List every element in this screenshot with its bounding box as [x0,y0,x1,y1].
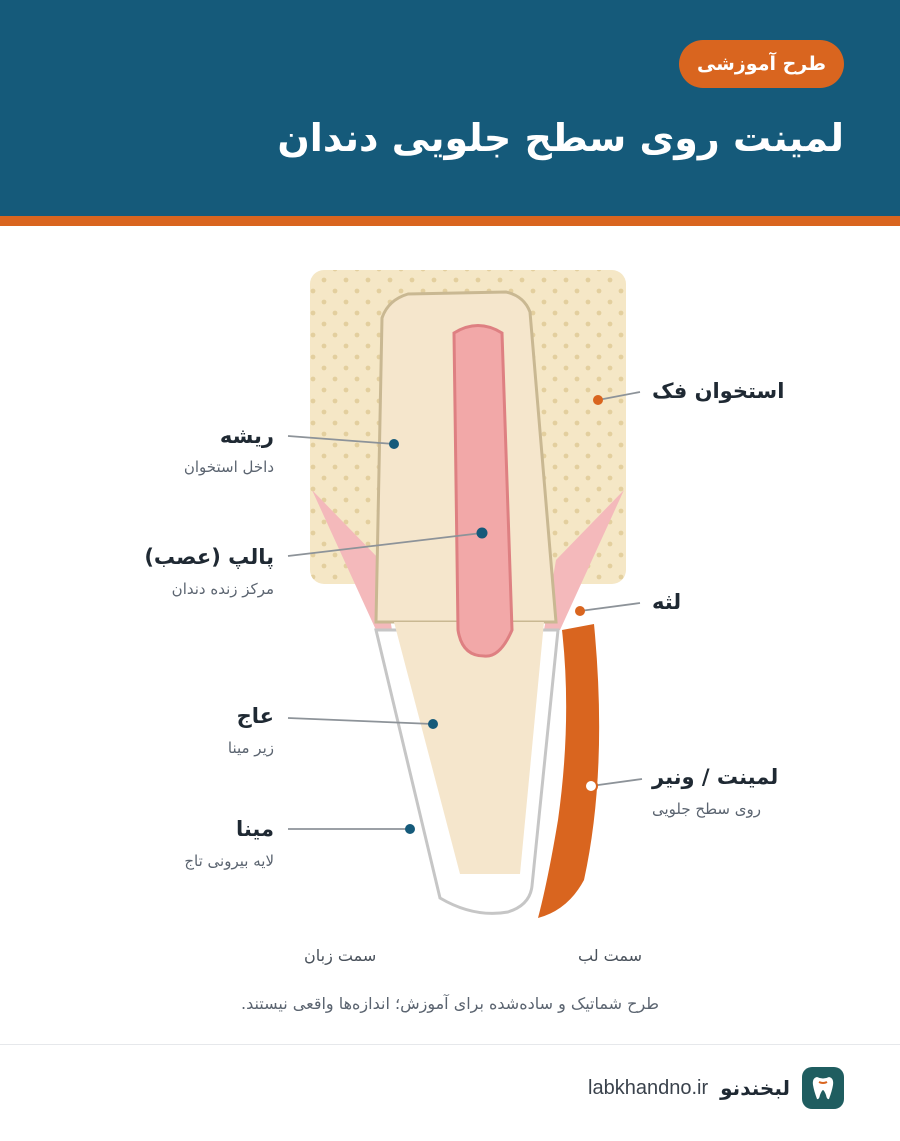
leader-root [287,435,395,445]
label-root: ریشه [219,424,274,448]
page-title: لمینت روی سطح جلویی دندان [277,116,844,160]
leader-veneer [590,778,643,787]
marker-veneer [584,779,598,793]
marker-dentin [428,719,438,729]
side-lip: سمت لب [578,946,643,965]
gum-right [544,490,624,630]
label-gum: لثه [652,590,682,614]
leader-jaw-bone [597,391,641,401]
marker-gum [575,606,585,616]
marker-jaw-bone [593,395,603,405]
leader-pulp [287,532,483,557]
brand-url-link[interactable]: labkhandno.ir [588,1076,709,1099]
footer-divider [0,1044,900,1045]
label-root-sub: داخل استخوان [183,458,274,476]
tooth-veneer-diagram [287,270,643,918]
label-jaw-bone: استخوان فک [652,379,785,403]
side-tongue: سمت زبان [304,946,377,965]
label-enamel: مینا [235,817,274,841]
label-pulp: پالپ (عصب) [144,545,274,569]
label-enamel-sub: لایه بیرونی تاج [184,852,274,870]
leader-dentin [287,717,434,725]
dentin-core [394,622,544,874]
label-veneer-sub: روی سطح جلویی [652,800,761,818]
footnote: طرح شماتیک و ساده‌شده برای آموزش؛ اندازه… [240,994,660,1013]
label-veneer: لمینت / ونیر [652,765,779,789]
marker-root [389,439,399,449]
header-accent-stripe [0,216,900,226]
pulp-chamber [452,324,514,658]
gum-left [312,490,392,630]
tooth-icon [802,1067,844,1109]
label-pulp-sub: مرکز زنده دندان [171,580,274,598]
label-dentin-sub: زیر مینا [227,739,274,757]
footer-brand: لبخندنو labkhandno.ir [588,1066,844,1110]
veneer [538,624,600,918]
marker-pulp [476,527,488,539]
marker-enamel [405,824,415,834]
label-dentin: عاج [236,704,274,728]
brand-name: لبخندنو [720,1076,790,1100]
leader-gum [579,602,641,612]
header-banner: طرح آموزشی لمینت روی سطح جلویی دندان [0,0,900,216]
category-badge: طرح آموزشی [678,40,844,88]
